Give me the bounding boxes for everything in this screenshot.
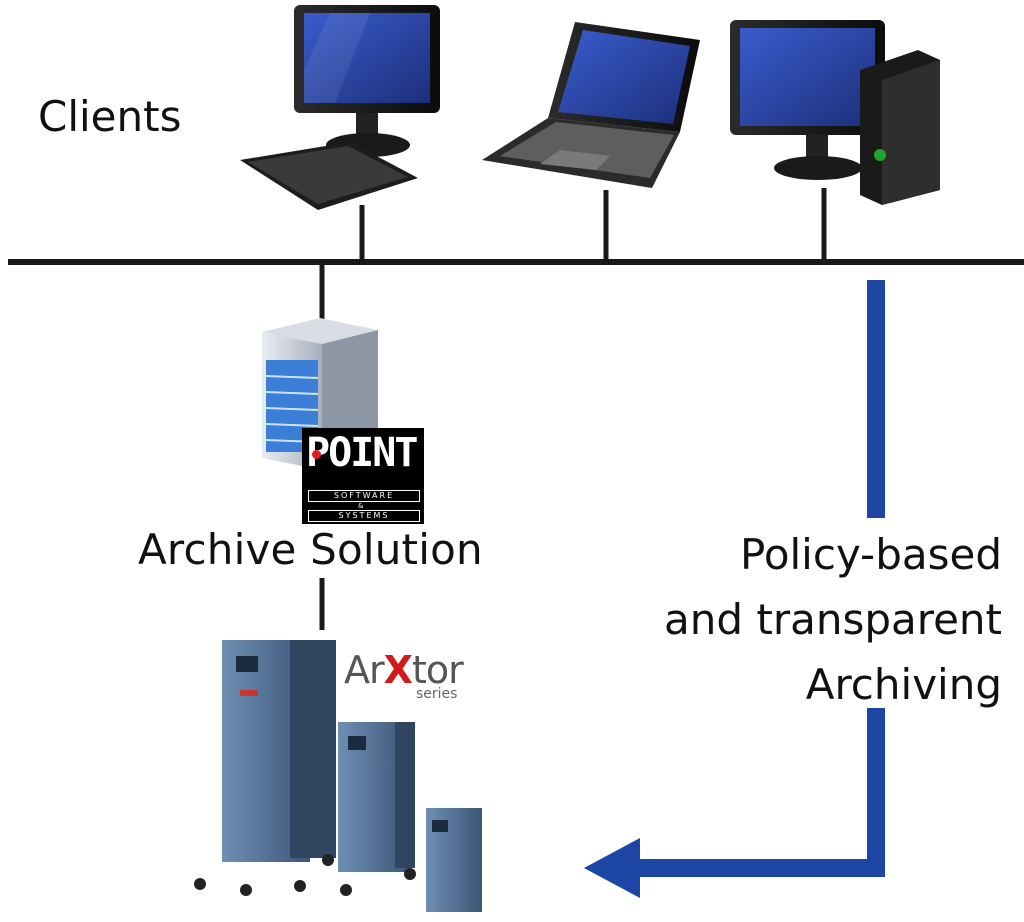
policy-line-1: Policy-based xyxy=(739,530,1002,579)
arxtor-x: X xyxy=(383,648,413,692)
point-logo-amp: & xyxy=(358,502,364,510)
point-logo-name: POINT xyxy=(306,430,418,476)
point-logo-dot xyxy=(312,450,321,459)
arxtor-series-label: series xyxy=(416,686,458,702)
clients-label: Clients xyxy=(38,92,182,141)
storage-system-icon xyxy=(194,640,482,912)
policy-line-3: Archiving xyxy=(805,660,1002,709)
arxtor-logo-wordmark: ArXtor xyxy=(344,648,464,692)
point-logo-line1: SOFTWARE xyxy=(308,490,420,502)
policy-line-2: and transparent xyxy=(663,595,1002,644)
arxtor-suffix: tor xyxy=(411,648,464,692)
arxtor-logo: ArXtor series xyxy=(344,648,484,702)
archive-solution-label: Archive Solution xyxy=(138,525,483,574)
laptop-icon xyxy=(482,22,700,188)
desktop-computer-icon xyxy=(240,5,440,210)
point-software-logo: POINT SOFTWARE & SYSTEMS xyxy=(302,428,424,524)
tower-computer-icon xyxy=(730,20,940,205)
arxtor-prefix: Ar xyxy=(344,648,385,692)
policy-archiving-label: Policy-based and transparent Archiving xyxy=(664,522,1002,717)
archiving-flow-arrow xyxy=(584,280,885,898)
point-logo-line2: SYSTEMS xyxy=(308,510,420,522)
